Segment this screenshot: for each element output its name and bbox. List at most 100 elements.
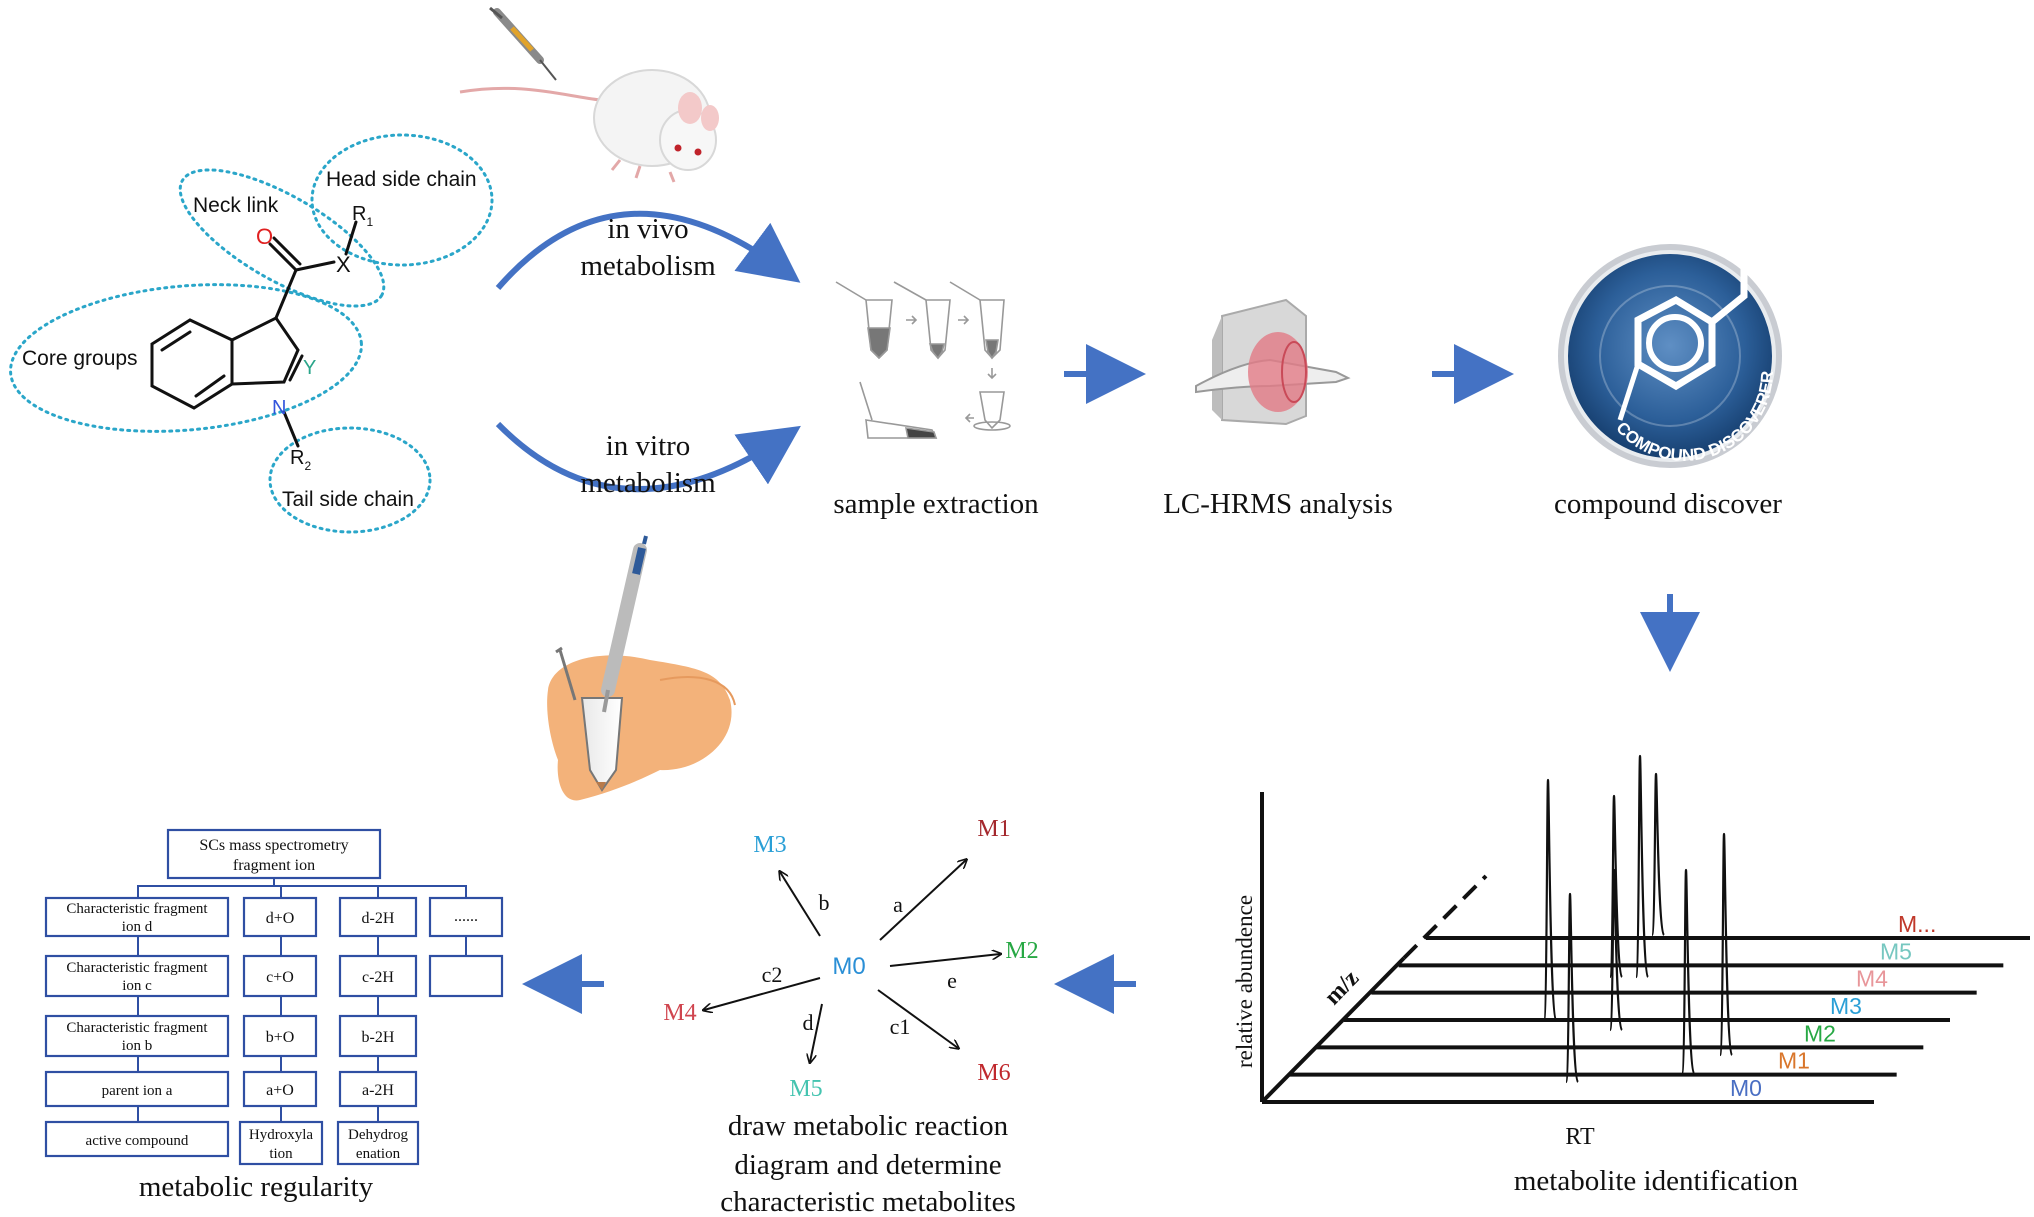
- col2-box-1: [242, 896, 318, 938]
- col2-footer-box: [238, 1120, 324, 1166]
- region-tail-ellipse: [268, 426, 432, 534]
- col3-box-1-text: d-2H: [362, 910, 395, 927]
- sample-extraction-icons: [835, 281, 1011, 439]
- trace-lines: [1289, 936, 2030, 1077]
- peak-lines: [1542, 754, 1734, 1084]
- col2-box-2: [242, 954, 318, 998]
- tree-connectors: [137, 878, 467, 1122]
- chemical-structure: Head side chain Neck link Core groups Ta…: [9, 133, 494, 534]
- col1-box-2-line2: ion c: [122, 978, 152, 994]
- col1-box-2-line1: Characteristic fragment: [66, 960, 208, 976]
- reaction-arrow: [704, 977, 821, 1010]
- product-label: M6: [977, 1060, 1010, 1086]
- spectrum-peak: [1718, 832, 1734, 1057]
- reaction-type-label: b: [819, 890, 830, 915]
- mouse-illustration: [459, 6, 719, 183]
- col4-box-2: [428, 954, 504, 998]
- col2-footer-line2: tion: [269, 1146, 293, 1162]
- trace-label: M2: [1804, 1020, 1836, 1046]
- neck-link-label: Neck link: [193, 194, 279, 217]
- col1-box-2: [44, 954, 230, 998]
- tree-root-line2: fragment ion: [233, 857, 315, 874]
- col3-box-4: [338, 1070, 418, 1108]
- spectrum-peak: [1542, 778, 1558, 1022]
- n-atom: N: [272, 397, 286, 419]
- core-groups-label: Core groups: [22, 347, 138, 370]
- col2-box-3: [242, 1014, 318, 1058]
- spectrum-peak: [1634, 754, 1650, 979]
- col2-box-3-text: b+O: [266, 1029, 295, 1046]
- sample-extraction-caption: sample extraction: [833, 488, 1039, 520]
- pipette-icon: [601, 535, 648, 713]
- reaction-type-label: c1: [890, 1014, 911, 1039]
- col1-box-1-line1: Characteristic fragment: [66, 901, 208, 917]
- r1-group: R1: [352, 203, 373, 229]
- spectrum-peak: [1650, 772, 1666, 937]
- col2-box-4: [242, 1070, 318, 1108]
- in-vivo-label-line2: metabolism: [580, 250, 716, 282]
- tree-root-line1: SCs mass spectrometry: [199, 837, 348, 854]
- col4-box-1: [428, 896, 504, 938]
- col3-footer-line2: enation: [356, 1146, 401, 1162]
- syringe-icon: [489, 6, 557, 81]
- reaction-arrow: [879, 860, 966, 941]
- tube-icon: [555, 646, 624, 792]
- product-label: M4: [663, 1000, 696, 1026]
- col4-box-1-text: ......: [454, 908, 478, 925]
- trace-label: M4: [1856, 966, 1888, 992]
- region-core-ellipse: [9, 283, 363, 433]
- in-vitro-label-line1: in vitro: [606, 430, 691, 462]
- reaction-arrow: [780, 872, 821, 937]
- reaction-type-label: a: [893, 892, 903, 917]
- col1-box-1: [44, 896, 230, 938]
- reaction-arrow: [877, 989, 958, 1048]
- in-vivo-label-line1: in vivo: [607, 213, 688, 245]
- spectrum-peak: [1564, 892, 1580, 1084]
- r2-group: R2: [290, 447, 311, 473]
- molecule-bonds: [150, 220, 358, 448]
- x-axis-label: RT: [1565, 1124, 1595, 1150]
- col1-box-1-line2: ion d: [122, 919, 153, 935]
- in-vitro-pathway: in vitro metabolism: [495, 421, 801, 499]
- metabolite-identification-caption: metabolite identification: [1514, 1165, 1799, 1197]
- compound-discoverer-logo: COMPOUND DISCOVERER: [1558, 244, 1782, 468]
- liver-illustration: [547, 535, 736, 801]
- head-side-chain-label: Head side chain: [326, 168, 477, 191]
- reaction-arrow: [810, 1003, 823, 1062]
- col1-box-4: [44, 1070, 230, 1108]
- trace-label: M3: [1830, 993, 1862, 1019]
- lc-hrms-caption: LC-HRMS analysis: [1163, 488, 1393, 520]
- in-vitro-label-line2: metabolism: [580, 467, 716, 499]
- reaction-type-label: c2: [762, 962, 783, 987]
- metabolic-regularity-caption: metabolic regularity: [139, 1171, 374, 1203]
- product-label: M1: [977, 816, 1010, 842]
- y-axis-label: relative abundence: [1232, 895, 1257, 1068]
- oxygen-atom: O: [256, 224, 273, 249]
- x-atom: X: [336, 252, 351, 277]
- reaction-type-label: e: [947, 968, 957, 993]
- col2-box-4-text: a+O: [266, 1082, 294, 1099]
- center-m0-label: M0: [832, 953, 865, 980]
- col3-footer-box: [336, 1120, 420, 1166]
- trace-label: M...: [1898, 911, 1936, 937]
- col2-footer-line1: Hydroxyla: [249, 1127, 313, 1143]
- y-atom: Y: [303, 357, 316, 379]
- col1-box-3: [44, 1014, 230, 1058]
- col1-box-3-line1: Characteristic fragment: [66, 1020, 208, 1036]
- col2-box-2-text: c+O: [266, 969, 294, 986]
- product-label: M2: [1005, 938, 1038, 964]
- trace-label: M5: [1880, 938, 1912, 964]
- trace-label: M0: [1730, 1075, 1762, 1101]
- in-vivo-pathway: in vivo metabolism: [495, 210, 801, 290]
- col1-box-5-line1: active compound: [86, 1133, 189, 1149]
- fragment-ion-tree: SCs mass spectrometry fragment ion Chara…: [44, 828, 504, 1166]
- col1-box-4-line1: parent ion a: [102, 1083, 173, 1099]
- col3-footer-line1: Dehydrog: [348, 1127, 408, 1143]
- col2-box-1-text: d+O: [266, 910, 295, 927]
- product-label: M5: [789, 1076, 822, 1102]
- lc-hrms-instrument-icon: [1195, 298, 1351, 426]
